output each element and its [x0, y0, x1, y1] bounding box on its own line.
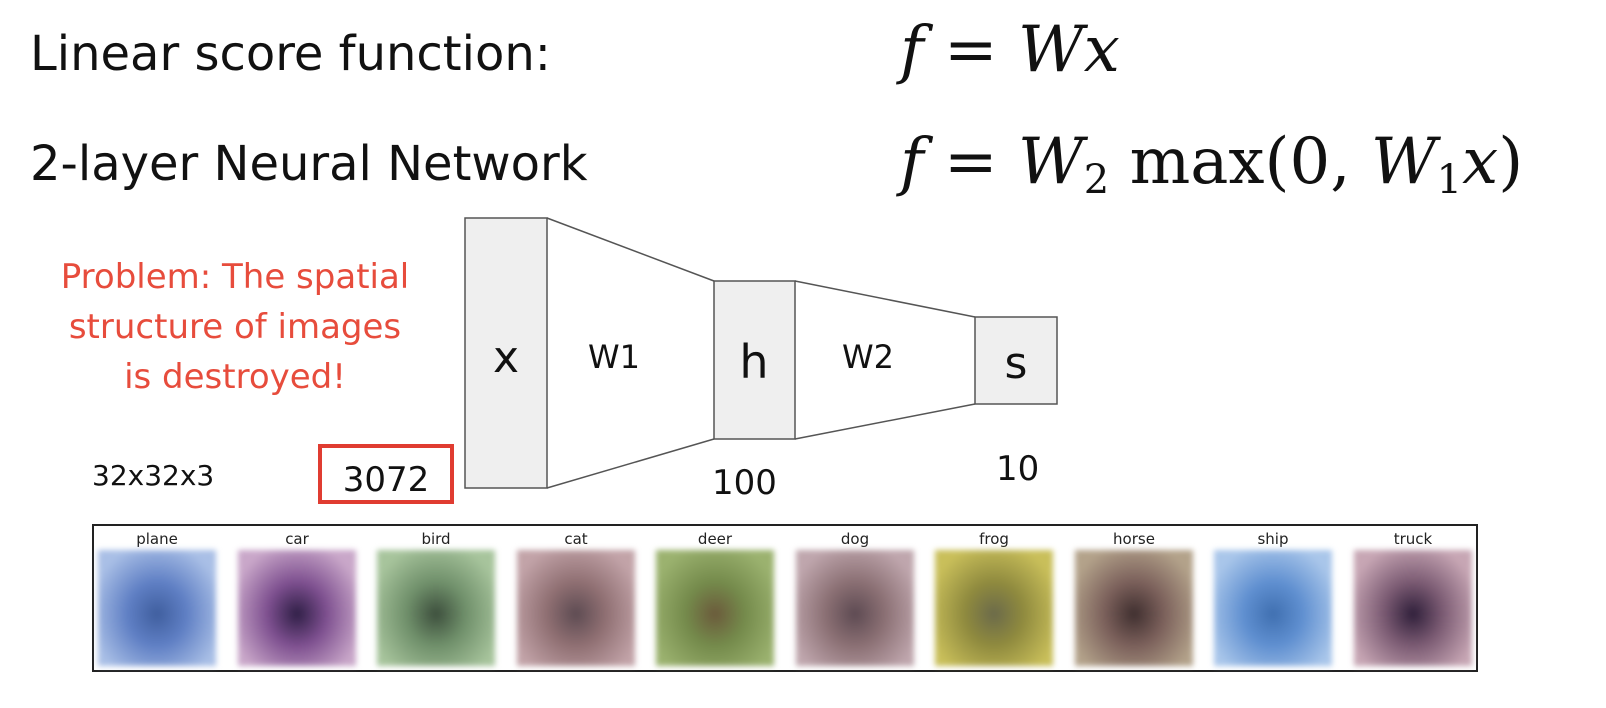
linear-score-heading: Linear score function:	[30, 26, 551, 82]
node-h-label: h	[739, 335, 768, 389]
h-size-label: 100	[712, 463, 777, 503]
formula-zero: 0	[1289, 125, 1331, 199]
formula-max: max	[1129, 125, 1265, 199]
class-template-car: car	[238, 530, 356, 668]
class-template-ship: ship	[1214, 530, 1332, 668]
formula-equals: =	[944, 13, 998, 87]
class-template-image	[1214, 550, 1332, 666]
formula-close-paren: )	[1498, 125, 1524, 199]
x-size-label: 3072	[318, 444, 454, 504]
input-size-label: 32x32x3	[92, 459, 215, 492]
class-template-image	[1354, 550, 1472, 666]
class-label: truck	[1393, 530, 1433, 548]
formula-f: f	[900, 125, 924, 199]
class-label: car	[285, 530, 309, 548]
class-template-image	[377, 550, 495, 666]
node-s-label: s	[1005, 338, 1028, 389]
class-template-image	[656, 550, 774, 666]
formula-w1-sub: 1	[1436, 157, 1463, 203]
class-template-frog: frog	[935, 530, 1053, 668]
class-template-cat: cat	[517, 530, 635, 668]
weight-w2-label: W2	[842, 338, 894, 376]
edge-h-s-bottom	[794, 403, 976, 440]
class-template-bird: bird	[377, 530, 495, 668]
class-label: plane	[136, 530, 178, 548]
class-template-image	[517, 550, 635, 666]
edge-h-s-top	[794, 280, 976, 318]
class-template-image	[238, 550, 356, 666]
class-template-plane: plane	[98, 530, 216, 668]
class-template-image	[1075, 550, 1193, 666]
class-template-horse: horse	[1075, 530, 1193, 668]
class-template-deer: deer	[656, 530, 774, 668]
problem-line: structure of images	[68, 307, 402, 347]
formula-input: x	[1462, 125, 1499, 199]
class-label: frog	[979, 530, 1009, 548]
weight-w1-label: W1	[588, 338, 640, 376]
class-template-image	[935, 550, 1053, 666]
two-layer-formula: f = W2 max(0, W1x)	[900, 130, 1523, 200]
class-label: horse	[1113, 530, 1155, 548]
edge-x-h-top	[546, 217, 715, 282]
node-h	[713, 280, 796, 440]
class-label: dog	[840, 530, 870, 548]
formula-open-paren: (	[1264, 125, 1290, 199]
class-template-image	[98, 550, 216, 666]
class-label: ship	[1257, 530, 1289, 548]
node-s	[974, 316, 1058, 405]
formula-comma: ,	[1330, 125, 1351, 199]
formula-equals: =	[944, 125, 998, 199]
class-template-dog: dog	[796, 530, 914, 668]
class-templates-strip: plane car bird cat deer dog frog horse ship truck	[92, 524, 1478, 672]
edge-x-h-bottom	[546, 438, 715, 489]
node-x-label: x	[493, 332, 519, 383]
class-template-truck: truck	[1354, 530, 1472, 668]
formula-w2: W	[1018, 125, 1084, 199]
class-label: deer	[697, 530, 733, 548]
problem-line: Problem: The spatial	[60, 257, 410, 297]
formula-f: f	[900, 13, 924, 87]
formula-weight: W	[1018, 13, 1084, 87]
formula-input: x	[1083, 13, 1120, 87]
linear-formula: f = Wx	[900, 18, 1120, 82]
s-size-label: 10	[996, 449, 1040, 489]
formula-w1: W	[1370, 125, 1437, 199]
problem-note: Problem: The spatial structure of images…	[40, 252, 430, 402]
class-label: bird	[421, 530, 451, 548]
problem-line: is destroyed!	[124, 357, 346, 397]
class-template-image	[796, 550, 914, 666]
formula-w2-sub: 2	[1083, 157, 1110, 203]
node-x	[464, 217, 548, 489]
class-label: cat	[564, 530, 588, 548]
two-layer-network-heading: 2-layer Neural Network	[30, 136, 588, 192]
